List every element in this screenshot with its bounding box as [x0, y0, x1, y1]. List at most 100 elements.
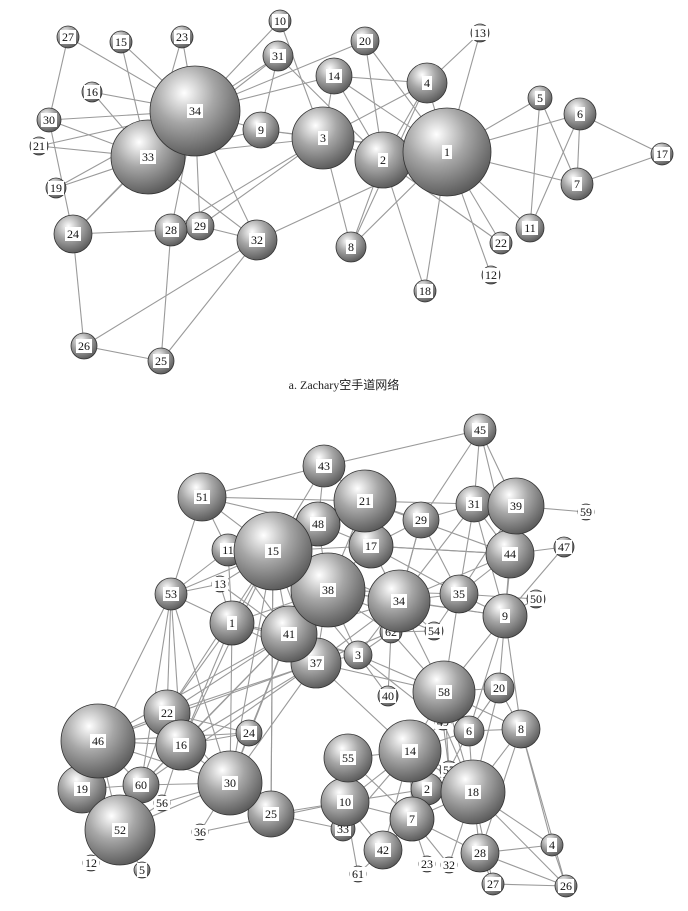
node-1: 1	[402, 107, 492, 197]
node-label-background	[31, 139, 47, 153]
edge-6-11	[529, 113, 581, 229]
node-label-background	[90, 734, 106, 748]
node-label-background	[153, 354, 169, 368]
node-label: 15	[115, 35, 127, 49]
node-label-background	[112, 823, 128, 837]
node-label-background	[256, 123, 266, 137]
node-label: 28	[165, 223, 177, 237]
edge-8-26	[520, 728, 567, 887]
node-label-background	[133, 778, 149, 792]
node-label-background	[378, 153, 388, 167]
node-52: 52	[84, 794, 156, 866]
node-9: 9	[482, 593, 528, 639]
node-label-background	[241, 726, 257, 740]
node-4: 4	[406, 62, 448, 104]
node-23: 23	[418, 855, 436, 873]
node-36: 36	[191, 823, 209, 841]
node-39: 39	[487, 477, 545, 535]
node-label-background	[357, 34, 373, 48]
node-27: 27	[56, 25, 80, 49]
node-label-background	[357, 494, 373, 508]
node-29: 29	[402, 501, 440, 539]
node-label: 20	[359, 34, 371, 48]
node-32: 32	[236, 219, 278, 261]
node-2: 2	[354, 131, 412, 189]
node-label-background	[163, 223, 179, 237]
node-label: 51	[196, 490, 208, 504]
node-label: 1	[444, 145, 450, 159]
node-35: 35	[439, 574, 479, 614]
node-label: 10	[339, 795, 351, 809]
node-label-background	[547, 838, 557, 852]
node-55: 55	[323, 733, 373, 783]
node-14: 14	[378, 719, 442, 783]
node-label: 33	[142, 150, 154, 164]
node-label: 11	[524, 221, 536, 235]
node-1: 1	[209, 600, 255, 646]
node-label-background	[472, 846, 488, 860]
node-57: 57	[439, 760, 459, 780]
node-label-background	[558, 879, 574, 893]
node-label-background	[249, 233, 265, 247]
node-label: 23	[176, 30, 188, 44]
node-label: 22	[161, 706, 173, 720]
node-18: 18	[413, 279, 437, 303]
node-label-background	[516, 722, 526, 736]
node-20: 20	[483, 672, 515, 704]
node-42: 42	[363, 830, 403, 870]
node-label-background	[340, 751, 356, 765]
node-label: 56	[156, 796, 168, 810]
node-label-background	[575, 107, 585, 121]
node-label: 17	[656, 147, 668, 161]
node-15: 15	[109, 30, 133, 54]
node-label-background	[74, 782, 90, 796]
node-label: 17	[365, 539, 377, 553]
node-label: 29	[194, 219, 206, 233]
node-label-background	[263, 807, 279, 821]
node-46: 46	[60, 703, 136, 779]
node-10: 10	[268, 9, 292, 33]
node-label: 8	[518, 722, 524, 736]
node-label-background	[281, 627, 297, 641]
node-label: 32	[251, 233, 263, 247]
node-label-background	[375, 843, 391, 857]
node-label: 60	[135, 778, 147, 792]
node-label-background	[318, 131, 328, 145]
node-label: 43	[318, 459, 330, 473]
node-label: 15	[267, 544, 279, 558]
node-label: 47	[558, 540, 570, 554]
node-label: 23	[421, 857, 433, 871]
node-28: 28	[154, 213, 188, 247]
node-label-background	[485, 877, 501, 891]
node-label: 59	[580, 505, 592, 519]
node-label-background	[402, 744, 418, 758]
node-34: 34	[367, 569, 431, 633]
node-label: 10	[274, 14, 286, 28]
node-61: 61	[349, 865, 367, 883]
node-label: 39	[510, 499, 522, 513]
node-40: 40	[377, 685, 399, 707]
node-label-background	[451, 587, 467, 601]
node-26: 26	[554, 874, 578, 898]
node-label: 20	[493, 681, 505, 695]
node-label-background	[222, 776, 238, 790]
node-label: 19	[76, 782, 88, 796]
node-label: 27	[487, 877, 499, 891]
node-label-background	[493, 236, 509, 250]
node-23: 23	[170, 25, 194, 49]
node-label-background	[442, 145, 452, 159]
node-label: 5	[139, 863, 145, 877]
node-58: 58	[412, 660, 476, 724]
node-label: 38	[322, 583, 334, 597]
node-label-background	[173, 738, 189, 752]
node-22: 22	[143, 689, 191, 737]
node-label: 16	[175, 738, 187, 752]
node-label-background	[426, 624, 442, 638]
node-3: 3	[343, 640, 373, 670]
node-label-background	[466, 497, 482, 511]
edge-24-30	[48, 119, 74, 235]
node-29: 29	[185, 211, 215, 241]
figure-caption: a. Zachary空手道网络	[288, 378, 400, 392]
node-label: 16	[86, 85, 98, 99]
node-label: 29	[415, 513, 427, 527]
